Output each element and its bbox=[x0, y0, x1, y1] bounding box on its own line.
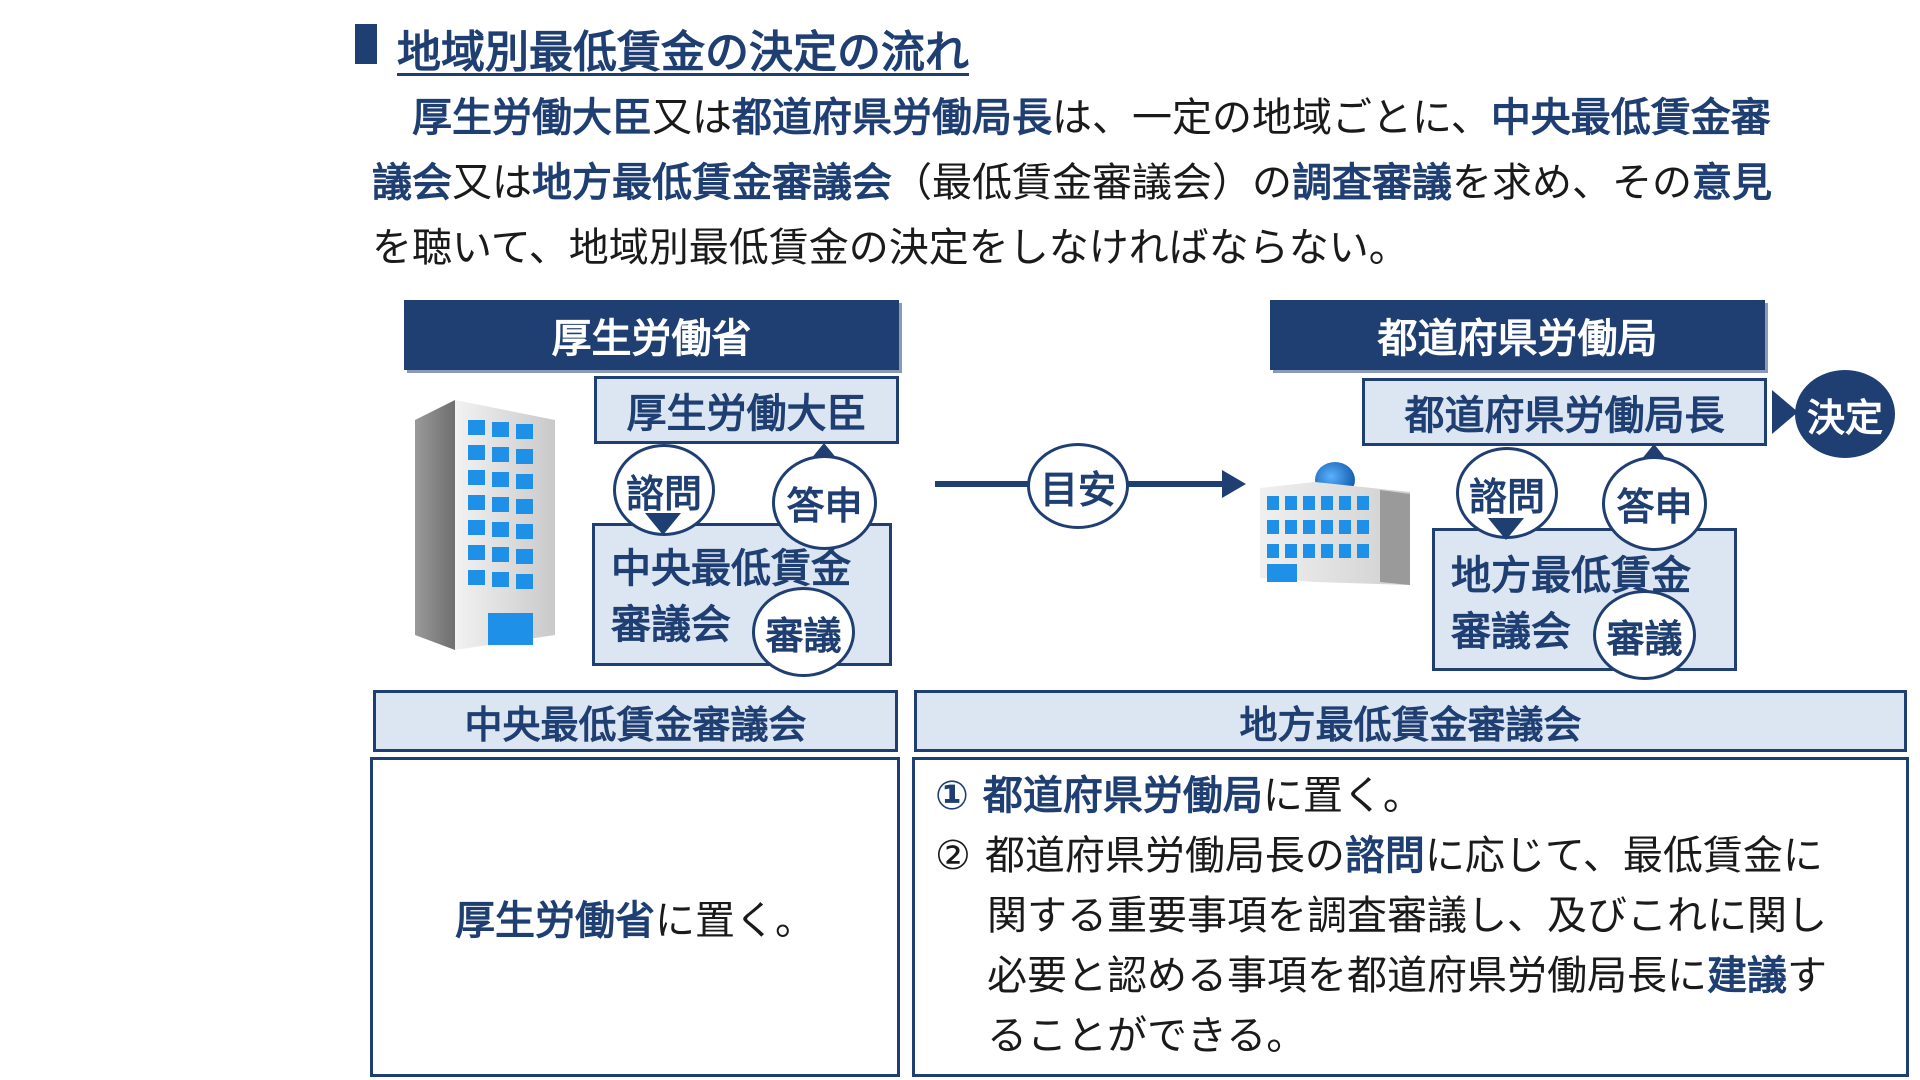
central-council-text-rest: に置く。 bbox=[655, 898, 815, 944]
intro-text: を求め、その bbox=[1452, 160, 1692, 206]
item-text: す bbox=[1787, 953, 1827, 999]
minister-box: 厚生労働大臣 bbox=[594, 376, 899, 444]
deliberate-bubble-right: 審議 bbox=[1593, 590, 1696, 680]
page-title: 地域別最低賃金の決定の流れ bbox=[397, 27, 969, 78]
central-council-header: 中央最低賃金審議会 bbox=[373, 690, 898, 752]
mhlw-header: 厚生労働省 bbox=[404, 300, 899, 370]
intro-text: 又は bbox=[652, 95, 732, 141]
item-number: ① bbox=[935, 773, 969, 819]
intro-term: 都道府県労働局長 bbox=[732, 95, 1052, 141]
intro-term: 中央最低賃金審 bbox=[1490, 95, 1771, 141]
item-number: ② bbox=[935, 833, 971, 879]
director-box: 都道府県労働局長 bbox=[1362, 378, 1767, 446]
item-text: に置く。 bbox=[1262, 773, 1423, 819]
intro-term: 地方最低賃金審議会 bbox=[532, 160, 892, 206]
item-term: 諮問 bbox=[1344, 833, 1425, 879]
arrow-down-icon-right bbox=[1488, 518, 1524, 540]
bureau-building-icon bbox=[1260, 462, 1410, 585]
deliberate-bubble: 審議 bbox=[752, 587, 855, 677]
intro-term: 意見 bbox=[1692, 160, 1772, 206]
report-bubble: 答申 bbox=[772, 455, 877, 550]
local-council-cell: ① 都道府県労働局に置く。 ② 都道府県労働局長の諮問に応じて、最低賃金に 関する重… bbox=[912, 757, 1909, 1077]
arrow-down-icon bbox=[645, 513, 681, 535]
guide-bubble: 目安 bbox=[1027, 443, 1129, 529]
decision-arrow-icon bbox=[1772, 390, 1798, 434]
office-building-icon bbox=[415, 400, 555, 650]
item-text: 都道府県労働局長の bbox=[984, 833, 1345, 879]
local-council-header: 地方最低賃金審議会 bbox=[914, 690, 1907, 752]
intro-line-2: 議会又は地方最低賃金審議会（最低賃金審議会）の調査審議を求め、その意見 bbox=[372, 157, 1772, 209]
item-text: 必要と認める事項を都道府県労働局長に bbox=[987, 953, 1707, 999]
local-council-label-2: 審議会 bbox=[1451, 609, 1571, 655]
central-council-text: 厚生労働省に置く。 bbox=[373, 760, 897, 1074]
list-item-2-line-4: ることができる。 bbox=[987, 1013, 1307, 1059]
central-council-cell: 厚生労働省に置く。 bbox=[370, 757, 900, 1077]
report-bubble-right: 答申 bbox=[1602, 456, 1707, 551]
central-council-label-2: 審議会 bbox=[611, 602, 731, 648]
list-item-2-line-2: 関する重要事項を調査審議し、及びこれに関し bbox=[987, 893, 1827, 939]
intro-text: （最低賃金審議会）の bbox=[892, 160, 1292, 206]
intro-text: は、一定の地域ごとに、 bbox=[1052, 95, 1491, 141]
item-text: に応じて、最低賃金に bbox=[1424, 833, 1823, 879]
intro-line-1: 厚生労働大臣又は都道府県労働局長は、一定の地域ごとに、中央最低賃金審 bbox=[372, 92, 1771, 144]
list-item-2-line-1: ② 都道府県労働局長の諮問に応じて、最低賃金に bbox=[935, 826, 1823, 886]
intro-term: 厚生労働大臣 bbox=[412, 95, 652, 141]
item-term: 都道府県労働局 bbox=[982, 773, 1263, 819]
prefectural-bureau-header: 都道府県労働局 bbox=[1270, 300, 1765, 370]
list-item-2-line-3: 必要と認める事項を都道府県労働局長に建議す bbox=[987, 946, 1827, 1006]
intro-text: 又は bbox=[452, 160, 532, 206]
intro-line-3: を聴いて、地域別最低賃金の決定をしなければならない。 bbox=[372, 225, 1409, 271]
list-item-1: ① 都道府県労働局に置く。 bbox=[935, 766, 1423, 826]
intro-term: 調査審議 bbox=[1292, 160, 1452, 206]
item-term: 建議 bbox=[1707, 953, 1787, 999]
central-council-text-hl: 厚生労働省 bbox=[455, 898, 655, 944]
intro-term: 議会 bbox=[372, 160, 452, 206]
decision-badge: 決定 bbox=[1795, 370, 1895, 458]
title-marker bbox=[355, 24, 377, 64]
arrow-right-icon bbox=[1222, 470, 1246, 498]
central-council-label-1: 中央最低賃金 bbox=[611, 546, 851, 592]
